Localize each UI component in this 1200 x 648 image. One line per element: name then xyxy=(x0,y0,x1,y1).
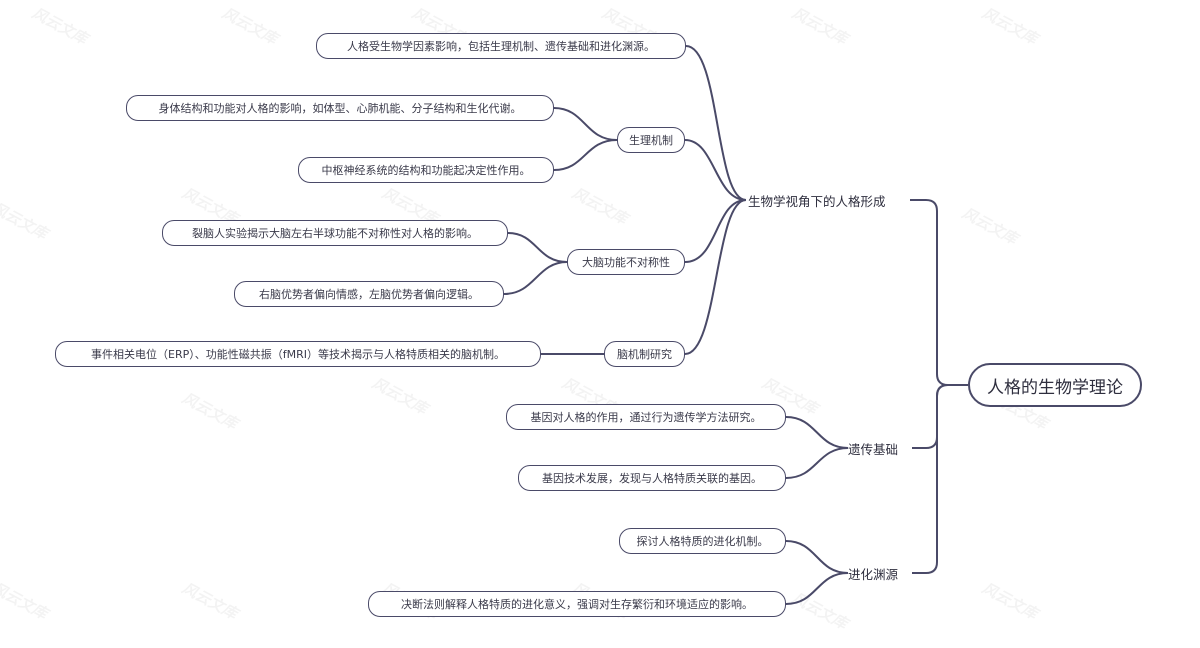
connector-14 xyxy=(785,540,849,574)
branch-label: 进化渊源 xyxy=(848,566,899,582)
leaf-label: 右脑优势者偏向情感，左脑优势者偏向逻辑。 xyxy=(259,288,479,301)
connector-12 xyxy=(785,416,849,449)
leaf-body-structure[interactable]: 身体结构和功能对人格的影响，如体型、心肺机能、分子结构和生化代谢。 xyxy=(126,95,554,121)
leaf-label: 裂脑人实验揭示大脑左右半球功能不对称性对人格的影响。 xyxy=(192,227,478,240)
leaf-split-brain[interactable]: 裂脑人实验揭示大脑左右半球功能不对称性对人格的影响。 xyxy=(162,220,508,246)
leaf-biological-factors[interactable]: 人格受生物学因素影响，包括生理机制、遗传基础和进化渊源。 xyxy=(316,33,686,59)
connector-15 xyxy=(785,572,849,605)
leaf-label: 身体结构和功能对人格的影响，如体型、心肺机能、分子结构和生化代谢。 xyxy=(158,102,522,115)
leaf-evolution-mechanism[interactable]: 探讨人格特质的进化机制。 xyxy=(619,528,786,554)
sub-brain-asymmetry[interactable]: 大脑功能不对称性 xyxy=(567,249,685,275)
sub-brain-mechanism-research[interactable]: 脑机制研究 xyxy=(604,341,685,367)
leaf-label: 人格受生物学因素影响，包括生理机制、遗传基础和进化渊源。 xyxy=(347,40,655,53)
leaf-label: 探讨人格特质的进化机制。 xyxy=(636,535,769,548)
leaf-decision-rule[interactable]: 决断法则解释人格特质的进化意义，强调对生存繁衍和环境适应的影响。 xyxy=(368,591,786,617)
sub-label: 大脑功能不对称性 xyxy=(582,256,670,269)
leaf-label: 中枢神经系统的结构和功能起决定性作用。 xyxy=(321,164,531,177)
branch-biological-perspective[interactable]: 生物学视角下的人格形成 xyxy=(748,190,908,210)
root-node[interactable]: 人格的生物学理论 xyxy=(968,363,1142,407)
connector-2 xyxy=(912,384,968,574)
branch-label: 生物学视角下的人格形成 xyxy=(748,193,886,209)
sub-label: 生理机制 xyxy=(629,134,673,147)
root-label: 人格的生物学理论 xyxy=(987,377,1123,398)
leaf-gene-behavior-genetics[interactable]: 基因对人格的作用，通过行为遗传学方法研究。 xyxy=(506,404,786,430)
connector-7 xyxy=(553,107,618,141)
leaf-label: 基因对人格的作用，通过行为遗传学方法研究。 xyxy=(530,411,762,424)
connector-4 xyxy=(684,139,747,201)
connector-10 xyxy=(503,261,568,295)
sub-label: 脑机制研究 xyxy=(617,348,672,361)
leaf-label: 基因技术发展，发现与人格特质关联的基因。 xyxy=(542,472,762,485)
connector-1 xyxy=(912,384,968,449)
connector-9 xyxy=(507,232,568,263)
sub-physiological-mechanism[interactable]: 生理机制 xyxy=(617,127,685,153)
leaf-erp-fmri[interactable]: 事件相关电位（ERP）、功能性磁共振（fMRI）等技术揭示与人格特质相关的脑机制… xyxy=(55,341,541,367)
leaf-central-nervous-system[interactable]: 中枢神经系统的结构和功能起决定性作用。 xyxy=(298,157,554,183)
leaf-gene-technology[interactable]: 基因技术发展，发现与人格特质关联的基因。 xyxy=(518,465,786,491)
connector-8 xyxy=(553,139,618,171)
branch-label: 遗传基础 xyxy=(848,441,899,457)
branch-evolutionary-origin[interactable]: 进化渊源 xyxy=(848,563,912,583)
branch-genetic-basis[interactable]: 遗传基础 xyxy=(848,438,912,458)
connector-6 xyxy=(684,199,747,355)
leaf-label: 事件相关电位（ERP）、功能性磁共振（fMRI）等技术揭示与人格特质相关的脑机制… xyxy=(91,348,505,361)
connector-5 xyxy=(684,199,747,263)
connector-13 xyxy=(785,447,849,479)
leaf-hemisphere-dominance[interactable]: 右脑优势者偏向情感，左脑优势者偏向逻辑。 xyxy=(234,281,504,307)
leaf-label: 决断法则解释人格特质的进化意义，强调对生存繁衍和环境适应的影响。 xyxy=(401,598,753,611)
connector-3 xyxy=(685,45,747,201)
connector-0 xyxy=(910,199,968,386)
